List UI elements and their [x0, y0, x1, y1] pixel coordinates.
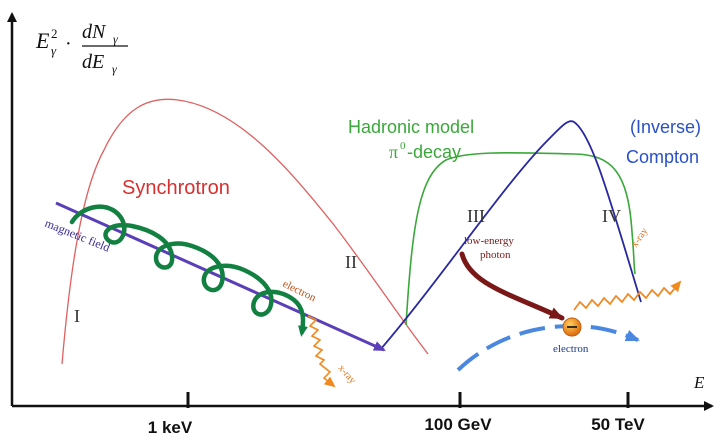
y-label-e-sup: 2 — [51, 26, 58, 41]
tick-label-1kev: 1 keV — [148, 418, 193, 437]
electron-label-left: electron — [281, 278, 319, 305]
y-label-e-sub: γ — [51, 43, 57, 58]
synchrotron-label: Synchrotron — [122, 177, 230, 199]
low-energy-label-1: low-energy — [464, 235, 514, 247]
region-label-iv: IV — [602, 206, 621, 226]
hadronic-pi: π — [389, 142, 398, 162]
hadronic-label-line2: π 0 -decay — [389, 140, 461, 162]
electron-helix — [69, 204, 308, 337]
xray-label-left: x-ray — [336, 363, 358, 386]
magnetic-field-label: magnetic field — [43, 216, 112, 255]
xray-photon-right — [573, 280, 682, 311]
y-label-de-sub: γ — [112, 62, 117, 76]
compton-curve — [379, 120, 642, 351]
low-energy-label-2: photon — [480, 249, 511, 261]
y-label-e: E — [35, 28, 50, 53]
tick-label-100gev: 100 GeV — [424, 415, 492, 434]
xray-photon-left — [307, 315, 336, 388]
hadronic-pi-sup: 0 — [400, 140, 406, 152]
tick-label-50tev: 50 TeV — [591, 415, 645, 434]
compton-label-line2: Compton — [626, 147, 699, 167]
electron-label-right: electron — [553, 343, 589, 355]
y-label-dn-sub: γ — [113, 32, 118, 46]
y-label-de: dE — [82, 51, 104, 73]
y-label-dn: dN — [82, 21, 107, 43]
compton-label-line1: (Inverse) — [630, 117, 701, 137]
region-label-ii: II — [345, 252, 357, 272]
hadronic-curve — [405, 151, 636, 326]
hadronic-label-line1: Hadronic model — [348, 117, 474, 137]
low-energy-photon-arrow — [459, 251, 565, 321]
electron-path-dashed — [456, 323, 640, 372]
electron-particle — [562, 317, 582, 337]
y-label-dot: · — [65, 33, 72, 55]
region-label-i: I — [74, 306, 80, 326]
y-axis-label: E γ 2 · dN γ dE γ — [35, 21, 128, 76]
hadronic-decay: -decay — [407, 142, 461, 162]
region-label-iii: III — [467, 206, 485, 226]
x-axis-label: E — [693, 373, 705, 392]
